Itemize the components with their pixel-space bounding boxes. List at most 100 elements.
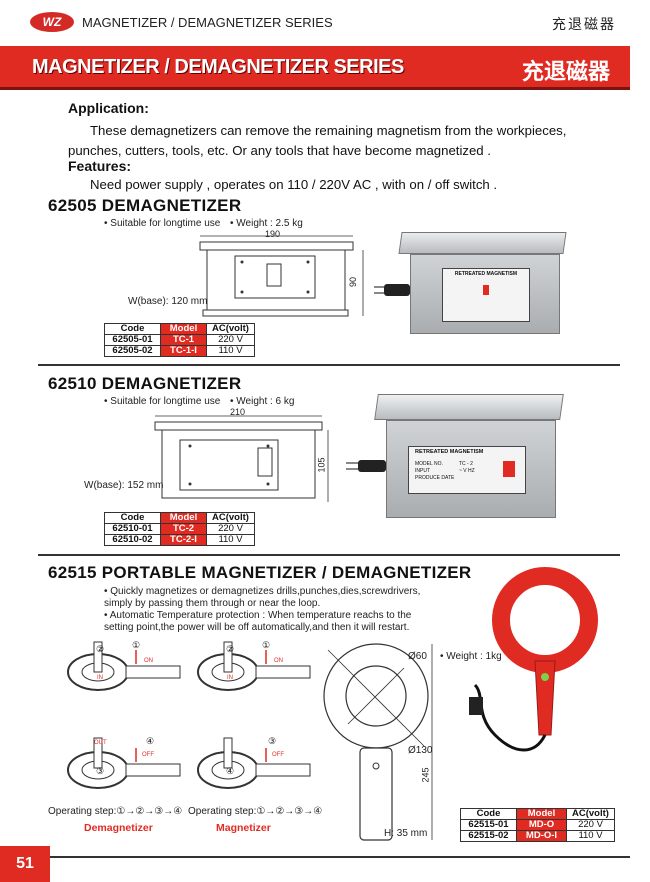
label-step2-left: ② xyxy=(96,644,105,654)
cell-model: MD-O xyxy=(516,819,567,831)
diagram-mag-step2 xyxy=(197,737,311,789)
dim-width-62505: 190 xyxy=(265,229,281,239)
col-code: Code xyxy=(460,808,517,820)
col-model: Model xyxy=(516,808,567,820)
label-off-right: OFF xyxy=(272,752,284,758)
drawing-62505 xyxy=(199,235,364,317)
spec-table-62510: Code Model AC(volt) 62510-01 TC-2 220 V … xyxy=(104,512,255,546)
cell-code: 62510-02 xyxy=(104,534,161,546)
dim-base-62510: W(base): 152 mm xyxy=(84,480,164,491)
bullet-line: • Quickly magnetizes or demagnetizes dri… xyxy=(104,586,421,597)
bullet-longtime: • Suitable for longtime use xyxy=(104,218,221,229)
plug-pin-icon xyxy=(374,286,384,288)
cell-model: TC-2-I xyxy=(160,534,207,546)
cell-ac: 220 V xyxy=(566,819,615,831)
photo-62510: RETREATED MAGNETISM MODEL NO. INPUT PROD… xyxy=(340,392,565,524)
plug-pin-icon xyxy=(346,468,358,470)
diagram-mag-step1 xyxy=(197,641,311,691)
diagram-demag-step2 xyxy=(67,737,181,789)
cell-ac: 220 V xyxy=(206,523,255,535)
label-step3-left: ③ xyxy=(96,766,105,776)
footer-line xyxy=(50,856,630,858)
label-on-left: ON xyxy=(144,658,153,664)
col-ac: AC(volt) xyxy=(206,323,255,335)
bullet-line: setting point,the power will be off auto… xyxy=(104,622,410,633)
cell-ac: 220 V xyxy=(206,334,255,346)
table-header-row: Code Model AC(volt) xyxy=(104,323,255,335)
page-number: 51 xyxy=(0,846,50,882)
operating-step-label: Operating step: xyxy=(188,806,257,817)
operating-step-label: Operating step: xyxy=(48,806,117,817)
label-out-left: OUT xyxy=(94,740,107,746)
panel-value-model: TC - 2 xyxy=(459,461,473,467)
features-text: Need power supply , operates on 110 / 22… xyxy=(90,177,498,192)
panel-row-input: INPUT xyxy=(415,468,430,474)
switch-icon xyxy=(503,461,515,477)
banner-title: MAGNETIZER / DEMAGNETIZER SERIES xyxy=(32,56,404,78)
label-off-left: OFF xyxy=(142,752,154,758)
col-model: Model xyxy=(160,323,207,335)
label-step1-left: ① xyxy=(132,640,141,650)
operating-step-left: Operating step:①→②→③→④ xyxy=(48,806,182,817)
section-title-62515: 62515 PORTABLE MAGNETIZER / DEMAGNETIZER xyxy=(48,563,472,582)
cell-model: MD-O-I xyxy=(516,830,567,842)
caption-magnetizer: Magnetizer xyxy=(216,822,271,834)
operating-diagrams xyxy=(67,641,311,789)
table-row: 62505-01 TC-1 220 V xyxy=(104,334,255,346)
features-heading: Features: xyxy=(68,158,132,174)
section-divider xyxy=(38,554,620,556)
operating-step-right: Operating step:①→②→③→④ xyxy=(188,806,322,817)
dim-width-62510: 210 xyxy=(230,407,246,417)
label-step4-left: ④ xyxy=(146,736,155,746)
label-step4-right: ④ xyxy=(226,766,235,776)
photo-62515 xyxy=(469,567,598,752)
panel-row-model: MODEL NO. xyxy=(415,461,443,467)
section-divider xyxy=(38,364,620,366)
col-ac: AC(volt) xyxy=(206,512,255,524)
dim-ring-62515: Ø130 xyxy=(408,745,433,756)
drawing-62515 xyxy=(323,643,433,841)
bullet-line: • Automatic Temperature protection : Whe… xyxy=(104,610,412,621)
header-title-cn: 充退磁器 xyxy=(552,17,616,33)
series-banner xyxy=(0,46,630,90)
bullet-line: simply by passing them through or near t… xyxy=(104,598,321,609)
switch-icon xyxy=(483,285,489,295)
table-row: 62515-01 MD-O 220 V xyxy=(460,819,615,831)
cell-model: TC-1-I xyxy=(160,345,207,357)
section-title-62510: 62510 DEMAGNETIZER xyxy=(48,374,242,393)
label-step3-right: ③ xyxy=(268,736,277,746)
label-on-right: ON xyxy=(274,658,283,664)
label-step1-right: ① xyxy=(262,640,271,650)
photo-62505: RETREATED MAGNETISM xyxy=(372,228,572,338)
caption-demagnetizer: Demagnetizer xyxy=(84,822,153,834)
dim-outer-62515: Ø60 xyxy=(408,651,427,662)
table-header-row: Code Model AC(volt) xyxy=(104,512,255,524)
cell-model: TC-2 xyxy=(160,523,207,535)
header-title: MAGNETIZER / DEMAGNETIZER SERIES xyxy=(82,15,333,30)
cell-code: 62510-01 xyxy=(104,523,161,535)
plug-icon xyxy=(469,697,483,715)
panel-label-62510: RETREATED MAGNETISM xyxy=(415,449,484,455)
operating-step-seq: ①→②→③→④ xyxy=(256,806,323,817)
label-in-right: IN xyxy=(227,675,233,681)
application-text: These demagnetizers can remove the remai… xyxy=(68,123,567,158)
table-row: 62505-02 TC-1-I 110 V xyxy=(104,345,255,357)
cell-code: 62515-02 xyxy=(460,830,517,842)
diagram-demag-step1 xyxy=(67,641,181,691)
dim-length-62515: 245 xyxy=(420,767,431,783)
bullet-weight: • Weight : 2.5 kg xyxy=(230,218,303,229)
dim-h-62515: H: 35 mm xyxy=(384,828,428,839)
drawing-62510 xyxy=(154,415,329,502)
table-header-row: Code Model AC(volt) xyxy=(460,808,615,820)
spec-table-62515: Code Model AC(volt) 62515-01 MD-O 220 V … xyxy=(460,808,615,842)
indicator-light-icon xyxy=(541,673,549,681)
label-in-left: IN xyxy=(97,675,103,681)
cell-ac: 110 V xyxy=(566,830,615,842)
cell-code: 62505-01 xyxy=(104,334,161,346)
cell-code: 62515-01 xyxy=(460,819,517,831)
plug-pin-icon xyxy=(374,292,384,294)
weight-62515: • Weight : 1kg xyxy=(440,651,502,662)
col-code: Code xyxy=(104,323,161,335)
plug-icon xyxy=(358,460,386,472)
dim-height-62505: 90 xyxy=(348,276,359,288)
